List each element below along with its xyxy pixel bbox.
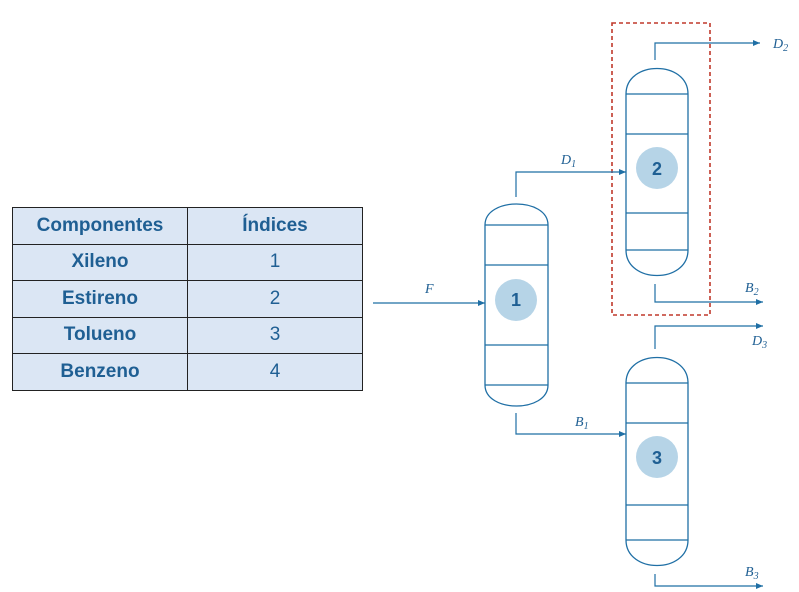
component-index: 4: [187, 353, 363, 391]
component-name: Tolueno: [12, 316, 188, 354]
b3-stream-arrow: [654, 574, 763, 589]
b2-stream-arrow: [654, 284, 763, 305]
b1-stream-arrow: [515, 413, 626, 437]
column-3-badge: [636, 436, 678, 478]
column-2-badge: [636, 147, 678, 189]
components-table: Componentes Índices Xileno 1 Estireno 2 …: [12, 207, 363, 391]
header-componentes: Componentes: [12, 207, 188, 245]
column-1-badge: [495, 279, 537, 321]
feed-label: F: [424, 282, 434, 297]
d3-label: D3: [751, 334, 767, 351]
header-indices: Índices: [187, 207, 363, 245]
column-3-number: 3: [652, 448, 662, 468]
column-2-number: 2: [652, 159, 662, 179]
component-index: 1: [187, 243, 363, 281]
d1-stream-arrow: [515, 169, 626, 197]
table-row: Xileno 1: [12, 243, 363, 281]
column-2-highlight-box: [611, 22, 711, 316]
d1-label: D1: [560, 153, 576, 170]
b2-label: B2: [745, 281, 759, 298]
b1-label: B1: [575, 415, 589, 432]
table-header-row: Componentes Índices: [12, 207, 363, 245]
b3-label: B3: [745, 565, 759, 582]
component-name: Benzeno: [12, 353, 188, 391]
d3-stream-arrow: [654, 323, 763, 349]
d2-stream-arrow: [654, 40, 760, 60]
component-index: 2: [187, 280, 363, 318]
column-1-number: 1: [511, 290, 521, 310]
table-row: Tolueno 3: [12, 316, 363, 354]
d2-label: D2: [772, 37, 788, 54]
table-row: Estireno 2: [12, 280, 363, 318]
table-row: Benzeno 4: [12, 353, 363, 391]
component-name: Estireno: [12, 280, 188, 318]
